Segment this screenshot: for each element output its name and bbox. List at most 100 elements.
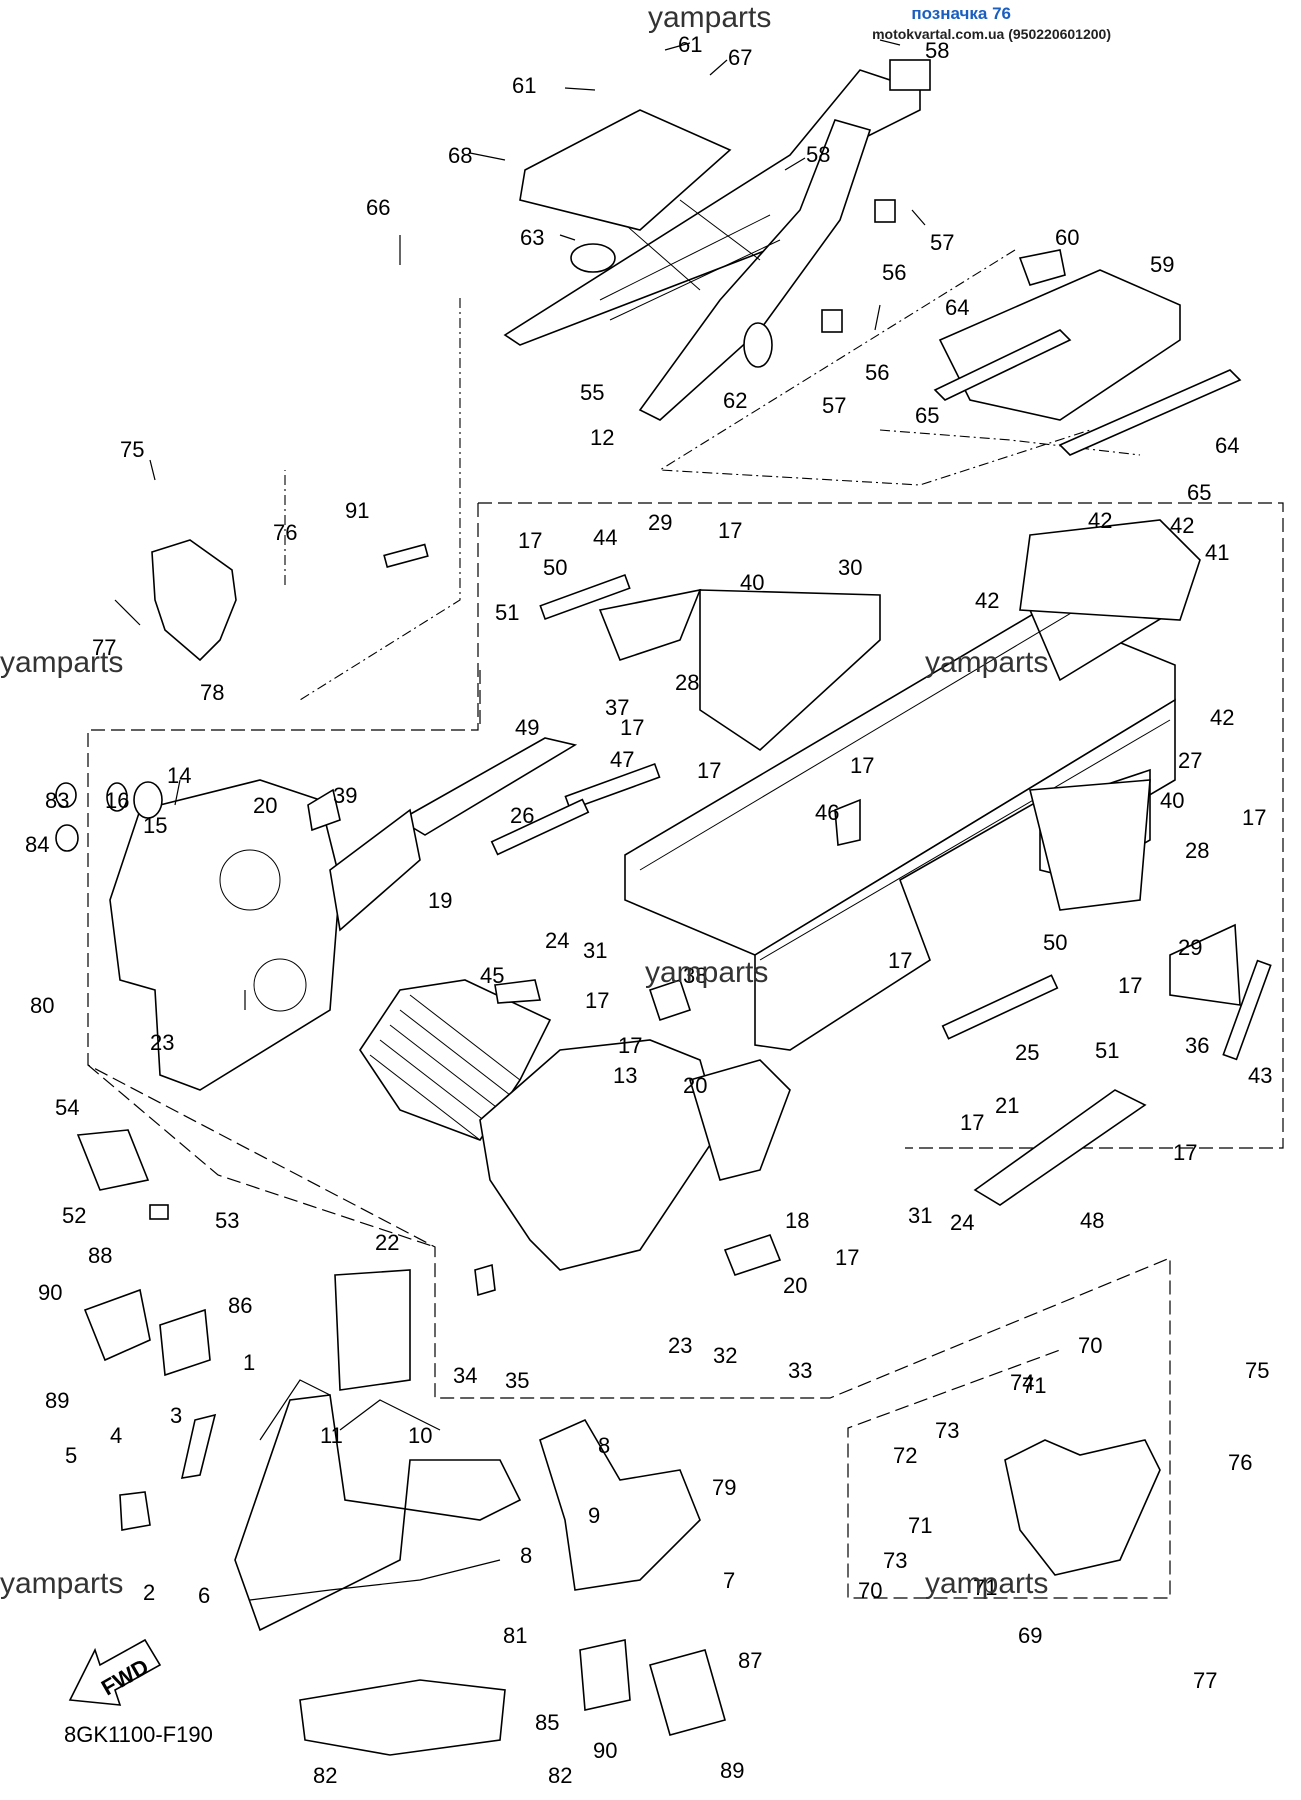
fwd-arrow: FWD: [68, 1638, 162, 1706]
callout-57: 57: [822, 393, 846, 418]
callout-14: 14: [167, 763, 191, 788]
callout-28: 28: [1185, 838, 1209, 863]
callout-49: 49: [515, 715, 539, 740]
callout-3: 3: [170, 1403, 182, 1428]
header-source: motokvartal.com.ua (950220601200): [872, 26, 1111, 42]
callout-58: 58: [806, 142, 830, 167]
header-badge: позначка 76: [911, 4, 1011, 23]
watermark-right: yamparts: [925, 646, 1048, 679]
callout-77: 77: [1193, 1668, 1217, 1693]
callout-61: 61: [512, 73, 536, 98]
watermark-bottom-right: yamparts: [925, 1567, 1048, 1600]
callout-36: 36: [1185, 1033, 1209, 1058]
bracket-52: [76, 1129, 150, 1191]
callout-60: 60: [1055, 225, 1079, 250]
footrest-26: [490, 798, 590, 856]
callout-69: 69: [1018, 1623, 1042, 1648]
leader-lines: [114, 39, 926, 1010]
front-frame-13: [479, 1039, 721, 1271]
callout-67: 67: [728, 45, 752, 70]
front-frame-1: [234, 1379, 522, 1632]
callout-24: 24: [950, 1210, 974, 1235]
callout-17: 17: [618, 1033, 642, 1058]
callout-53: 53: [215, 1208, 239, 1233]
callout-8: 8: [520, 1543, 532, 1568]
callout-33: 33: [788, 1358, 812, 1383]
callout-73: 73: [883, 1548, 907, 1573]
callout-56: 56: [865, 360, 889, 385]
callout-55: 55: [580, 380, 604, 405]
callout-84: 84: [25, 832, 49, 857]
callout-44: 44: [593, 525, 617, 550]
callout-43: 43: [1248, 1063, 1272, 1088]
callout-10: 10: [408, 1423, 432, 1448]
callout-86: 86: [228, 1293, 252, 1318]
callout-63: 63: [520, 225, 544, 250]
callout-50: 50: [1043, 930, 1067, 955]
callout-52: 52: [62, 1203, 86, 1228]
plate-27: [1028, 779, 1151, 911]
callout-20: 20: [683, 1073, 707, 1098]
plate-37: [598, 588, 702, 661]
part-56a: [874, 199, 896, 223]
bracket-3: [180, 1413, 217, 1479]
callout-56: 56: [882, 260, 906, 285]
bracket-10: [334, 1269, 411, 1391]
callout-75: 75: [1245, 1358, 1269, 1383]
callout-17: 17: [518, 528, 542, 553]
callout-17: 17: [718, 518, 742, 543]
bracket-45: [494, 979, 542, 1004]
callout-37: 37: [605, 695, 629, 720]
callout-89: 89: [720, 1758, 744, 1783]
running-board-49: [398, 737, 578, 836]
plate-36: [1169, 923, 1241, 1006]
callout-7: 7: [723, 1568, 735, 1593]
callout-9: 9: [588, 1503, 600, 1528]
callout-19: 19: [428, 888, 452, 913]
callout-17: 17: [620, 715, 644, 740]
callout-17: 17: [850, 753, 874, 778]
belt-guard-78: [151, 539, 237, 662]
assembly-boundaries: [87, 249, 1284, 1599]
callout-2: 2: [143, 1580, 155, 1605]
callout-90: 90: [593, 1738, 617, 1763]
callout-89: 89: [45, 1388, 69, 1413]
callout-64: 64: [945, 295, 969, 320]
callout-70: 70: [858, 1578, 882, 1603]
callout-11: 11: [320, 1423, 343, 1448]
callout-30: 30: [838, 555, 862, 580]
callout-48: 48: [1080, 1208, 1104, 1233]
callout-42: 42: [975, 588, 999, 613]
callout-39: 39: [333, 783, 357, 808]
callout-40: 40: [1160, 788, 1184, 813]
rail-64b: [1058, 369, 1242, 456]
watermark-bottom-left: yamparts: [0, 1567, 123, 1600]
callout-47: 47: [610, 747, 634, 772]
bracket-34: [474, 1263, 496, 1297]
callout-17: 17: [1118, 973, 1142, 998]
plate-68: [519, 109, 732, 231]
plate-19: [329, 808, 421, 932]
callout-73: 73: [935, 1418, 959, 1443]
clip-53: [149, 1204, 169, 1220]
callout-42: 42: [1170, 513, 1194, 538]
callout-22: 22: [375, 1230, 399, 1255]
callout-17: 17: [697, 758, 721, 783]
callout-17: 17: [1173, 1140, 1197, 1165]
callout-76: 76: [273, 520, 297, 545]
gasket-86: [159, 1308, 211, 1377]
callout-80: 80: [30, 993, 54, 1018]
callout-17: 17: [888, 948, 912, 973]
callout-42: 42: [1088, 508, 1112, 533]
callout-35: 35: [505, 1368, 529, 1393]
callout-54: 54: [55, 1095, 79, 1120]
bracket-7: [539, 1418, 701, 1591]
callout-51: 51: [495, 600, 519, 625]
callout-29: 29: [1178, 935, 1202, 960]
callout-72: 72: [893, 1443, 917, 1468]
callout-17: 17: [835, 1245, 859, 1270]
footrest-43: [1222, 959, 1272, 1061]
footrest-25: [941, 974, 1059, 1040]
callout-64: 64: [1215, 433, 1239, 458]
